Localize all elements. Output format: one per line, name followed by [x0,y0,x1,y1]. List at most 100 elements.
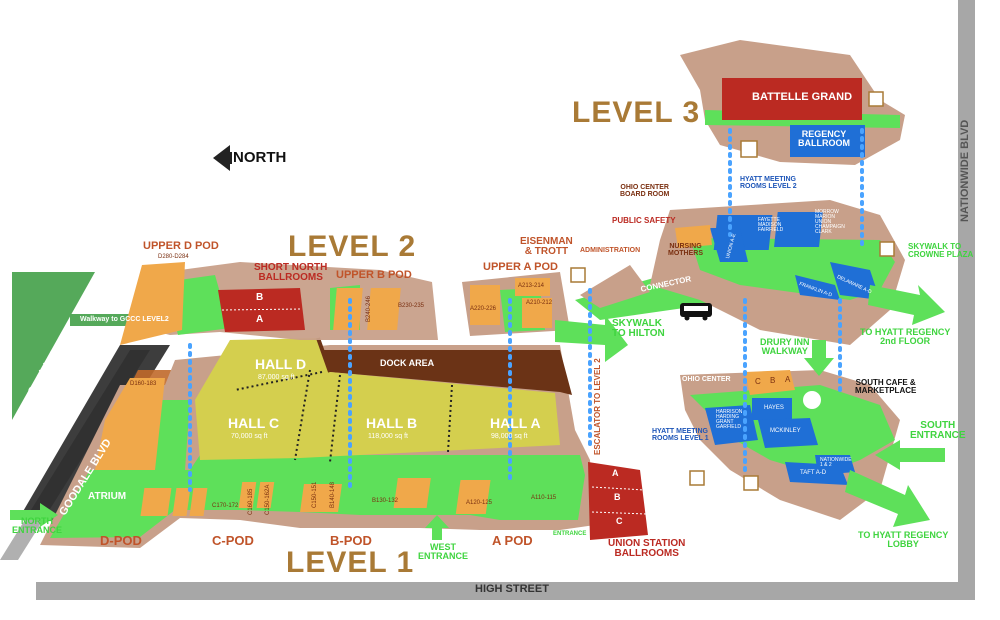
morrow-rooms [774,212,823,247]
west-entrance-label: WEST ENTRANCE [418,542,469,561]
room-oc-b: B [770,376,776,385]
hall-c-name: HALL C [228,415,280,431]
short-north-label: SHORT NORTH BALLROOMS [254,262,328,283]
union-station-ballrooms [588,462,648,540]
level1-title: LEVEL 1 [286,546,415,579]
room-harrison: HARRISON HARDING GRANT GARFIELD [716,409,743,430]
hyatt-2nd-label: TO HYATT REGENCY 2nd FLOOR [860,327,951,346]
south-cafe-label: SOUTH CAFE & MARKETPLACE [855,378,917,395]
union-b: B [614,492,621,502]
union-c: C [616,516,623,526]
vertical-connections [188,128,864,492]
room-a2: A110-115 [531,495,557,501]
north-entrance-label: NORTH ENTRANCE [12,516,63,535]
battelle-grand [722,78,862,120]
short-north-a: A [256,314,264,325]
room-mckinley: MCKINLEY [770,428,801,434]
high-street-label: HIGH STREET [475,583,549,595]
taft-room [785,462,848,485]
mckinley-room [758,418,818,448]
south-entrance-arrow [875,440,945,470]
room-ua2: A210-212 [526,300,553,306]
room-oc-a: A [785,375,791,384]
hall-a-size: 98,000 sq ft [491,433,528,440]
room-upper-d: D280-D284 [158,254,189,260]
room-b2: B140-148 [330,481,336,508]
room-a1: A120-125 [466,500,493,506]
goodale-garage [12,272,95,420]
skywalk-hilton-label: SKYWALK TO HILTON [612,318,665,339]
hyatt-l1-label: HYATT MEETING ROOMS LEVEL 1 [652,428,709,442]
dock-area-label: DOCK AREA [380,358,435,368]
north-entrance-arrow [10,503,58,527]
atrium-label: ATRIUM [88,491,127,502]
room-oc-c: C [755,377,761,386]
hall-d-size: 87,000 sq ft [258,374,295,381]
nursing-label: NURSING MOTHERS [668,243,703,257]
b-pod-label: B-POD [330,533,372,548]
elevator-icons [570,91,895,491]
upper-b-rooms [333,288,401,330]
administration-label: ADMINISTRATION [580,247,641,254]
battelle-label: BATTELLE GRAND [752,91,853,103]
room-ub1: B240-246 [366,295,372,322]
cafe-icon [803,391,821,409]
bus-icon [680,303,712,321]
short-north-ballrooms [218,288,305,332]
north-label: NORTH [233,149,287,166]
hyatt-lobby-arrow [845,470,930,527]
ohio-board-label: OHIO CENTER BOARD ROOM [620,184,670,198]
level3-title: LEVEL 3 [572,96,701,129]
nationwide-blvd-label: NATIONWIDE BLVD [959,119,971,222]
entrance-label: ENTRANCE [553,531,587,537]
hyatt-l2-label: HYATT MEETING ROOMS LEVEL 2 [740,176,797,190]
room-ub2: B230-235 [398,303,425,309]
room-b1: C150-151 [312,481,318,508]
delaware-room [830,262,880,300]
upper-d-rooms [120,262,185,345]
room-taft: TAFT A-D [800,470,827,476]
hyatt-2nd-arrow [868,285,945,325]
hayes-room [752,398,792,420]
room-b3: B130-132 [372,498,399,504]
a-pod-rooms [393,478,491,514]
hall-b-name: HALL B [366,415,418,431]
drury-arrow [804,340,834,376]
upper-a-rooms [470,278,552,328]
c-pod-label: C-POD [212,533,254,548]
hyatt-lobby-label: TO HYATT REGENCY LOBBY [858,530,949,549]
halls-area [195,338,560,460]
public-safety-label: PUBLIC SAFETY [612,216,676,225]
a-pod-label: A POD [492,533,533,548]
ohio-center-label: OHIO CENTER [682,376,731,383]
room-fayette: FAYETTE MADISON FAIRFIELD [758,217,784,233]
franklin-room [795,275,840,300]
hall-a-name: HALL A [490,415,541,431]
room-c2: C160-185 [248,488,254,515]
level2-title: LEVEL 2 [288,230,417,263]
escalator-l2-label: ESCALATOR TO LEVEL 2 [593,358,602,455]
eisenman-label: EISENMAN & TROTT [520,236,573,257]
room-hayes: HAYES [764,405,784,411]
hall-d-name: HALL D [255,356,307,372]
room-morrow: MORROW MARION UNION CHAMPAIGN CLARK [815,209,845,235]
walkway-gccc-label: Walkway to GCCC LEVEL2 [80,316,169,323]
d-pod-rooms [95,378,165,470]
b-pod-rooms [238,482,342,512]
upper-d-pod-label: UPPER D POD [143,240,219,252]
union-ae-room [710,228,748,262]
west-entrance-arrow [425,515,449,540]
skywalk-crowne-label: SKYWALK TO CROWNE PLAZA [908,242,974,259]
room-c1: C170-172 [212,503,239,509]
c-pod-rooms [140,488,208,516]
dock-area [320,350,572,395]
south-entrance-label: SOUTH ENTRANCE [910,420,966,441]
north-arrow-icon [213,145,230,171]
union-station-label: UNION STATION BALLROOMS [608,538,686,559]
room-nationwide12: NATIONWIDE 1 & 2 [820,457,852,468]
short-north-b: B [256,292,264,303]
room-ua1: A213-214 [518,283,545,289]
hall-b-size: 118,000 sq ft [368,433,408,440]
union-a: A [612,468,619,478]
